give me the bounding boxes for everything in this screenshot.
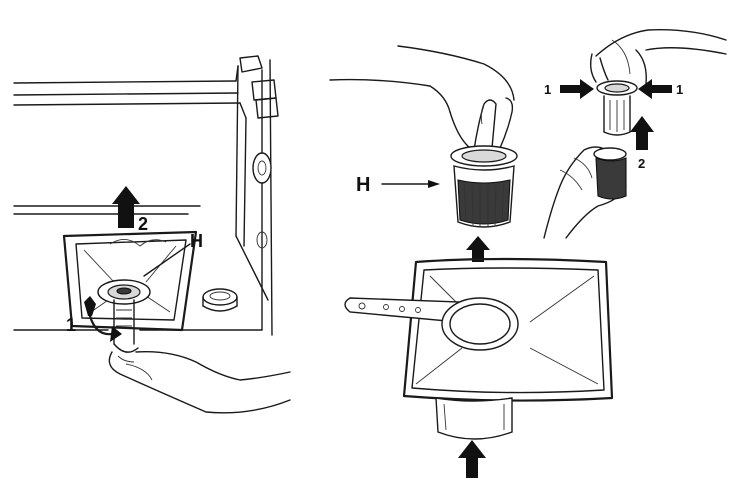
press-label-left: 1: [544, 82, 551, 97]
hand-lifting-filter: [329, 45, 518, 262]
step-two-label-left: 2: [138, 214, 148, 234]
filter-label-center: H: [356, 174, 370, 196]
step-two-label-right: 2: [638, 156, 645, 171]
filter-label-left: H: [190, 231, 203, 251]
tub-interior-panel: [13, 55, 291, 414]
filter-separation-step: [543, 29, 727, 239]
filter-tray: [344, 257, 614, 478]
press-label-right: 1: [676, 82, 683, 97]
step-one-label-left: 1: [66, 315, 76, 335]
